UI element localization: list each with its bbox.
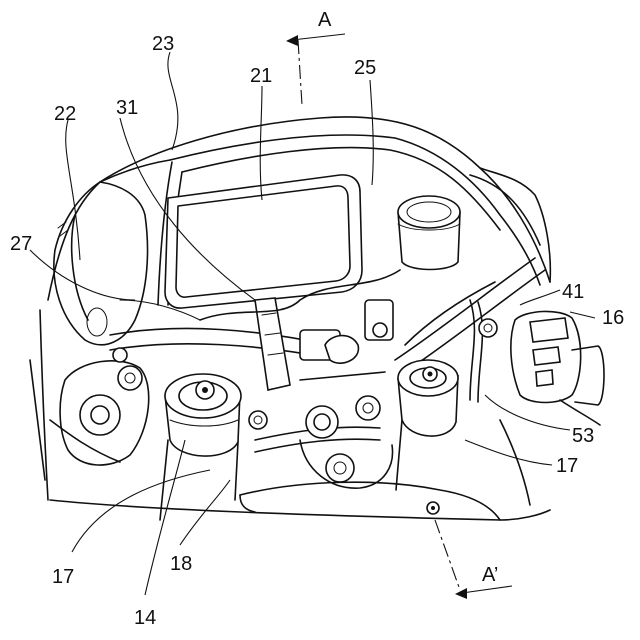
leader-17-left: [72, 470, 210, 552]
right-body-line: [500, 420, 530, 505]
section-line-top: [298, 40, 302, 105]
leader-lines: [30, 52, 595, 595]
leader-18: [180, 480, 230, 545]
steering-stem: [249, 298, 393, 488]
leader-41: [520, 290, 560, 305]
leader-23: [168, 52, 178, 150]
fuel-tank: [50, 482, 550, 520]
leader-22: [66, 120, 80, 260]
reservoir-tank: [398, 196, 460, 270]
section-arrow-bottom-head: [455, 588, 467, 599]
label-17-left: 17: [52, 566, 74, 588]
left-switch-cluster: [50, 348, 149, 465]
label-16: 16: [602, 307, 624, 329]
label-18: 18: [170, 553, 192, 575]
leader-21: [260, 86, 262, 200]
section-line-bottom: [435, 520, 460, 590]
leader-16: [570, 312, 595, 318]
left-mirror-housing: [54, 182, 148, 345]
left-fork: [160, 374, 241, 520]
section-arrow-top-shaft: [292, 34, 345, 40]
leader-25: [370, 80, 373, 185]
label-31: 31: [116, 97, 138, 119]
leader-27: [30, 250, 135, 300]
label-21: 21: [250, 65, 272, 87]
label-53: 53: [572, 425, 594, 447]
label-22: 22: [54, 103, 76, 125]
label-41: 41: [562, 281, 584, 303]
section-arrow-top-head: [286, 35, 298, 46]
label-23: 23: [152, 33, 174, 55]
label-17-right: 17: [556, 455, 578, 477]
right-switch-box: [479, 311, 604, 425]
section-label-a: A: [318, 9, 332, 31]
label-25: 25: [354, 57, 376, 79]
right-fork: [396, 360, 458, 490]
label-27: 27: [10, 233, 32, 255]
section-arrow-bottom-shaft: [462, 586, 512, 593]
section-label-a-prime: A’: [482, 564, 498, 586]
leader-17-right: [465, 440, 552, 465]
label-14: 14: [134, 607, 156, 629]
